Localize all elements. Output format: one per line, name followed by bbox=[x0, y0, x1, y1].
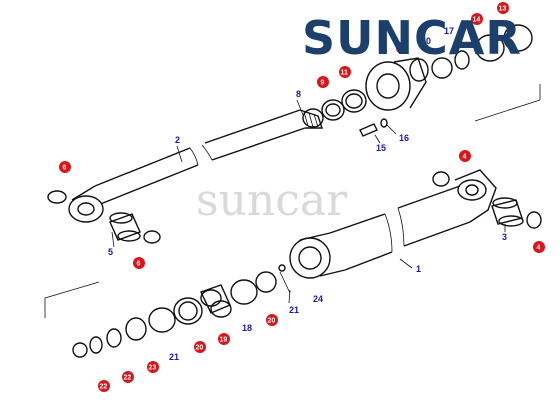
label-15: 15 bbox=[376, 143, 386, 153]
svg-text:6: 6 bbox=[137, 261, 141, 268]
svg-text:20: 20 bbox=[268, 318, 276, 325]
svg-text:23: 23 bbox=[149, 365, 157, 372]
bubble-22-left: 22 bbox=[98, 380, 110, 392]
svg-text:4: 4 bbox=[537, 245, 541, 252]
cylinder-tube bbox=[289, 169, 497, 279]
label-16: 16 bbox=[399, 133, 409, 143]
label-21-lower: 21 bbox=[169, 352, 179, 362]
watermark: suncar bbox=[196, 175, 348, 226]
svg-text:14: 14 bbox=[473, 17, 481, 24]
seal-kit-row bbox=[72, 264, 286, 358]
bubble-9: 9 bbox=[317, 76, 329, 88]
label-2: 2 bbox=[175, 135, 180, 145]
piston-assembly bbox=[302, 24, 533, 137]
piston-rod bbox=[68, 109, 323, 223]
bubble-20-left: 20 bbox=[194, 341, 206, 353]
svg-text:22: 22 bbox=[100, 384, 108, 391]
svg-text:22: 22 bbox=[124, 375, 132, 382]
bubble-12: 12 bbox=[396, 42, 408, 54]
bubble-20-right: 20 bbox=[266, 314, 278, 326]
label-1: 1 bbox=[416, 264, 421, 274]
label-18: 18 bbox=[242, 323, 252, 333]
label-17: 17 bbox=[444, 26, 454, 36]
seal-4-right bbox=[526, 211, 542, 229]
svg-text:4: 4 bbox=[463, 154, 467, 161]
svg-text:19: 19 bbox=[220, 337, 228, 344]
svg-text:6: 6 bbox=[63, 165, 67, 172]
bubble-19: 19 bbox=[218, 333, 230, 345]
label-24: 24 bbox=[313, 294, 323, 304]
svg-text:11: 11 bbox=[341, 70, 349, 77]
brand-logo: SUNCAR bbox=[302, 11, 522, 65]
svg-text:13: 13 bbox=[499, 6, 507, 13]
svg-text:12: 12 bbox=[398, 46, 406, 53]
label-10: 0 bbox=[426, 36, 431, 46]
leader-lines bbox=[44, 84, 541, 318]
label-21-upper: 21 bbox=[289, 305, 299, 315]
bushing-3 bbox=[491, 197, 524, 227]
bubble-6-upper: 6 bbox=[59, 161, 71, 173]
label-3: 3 bbox=[502, 232, 507, 242]
bubble-4-top: 4 bbox=[459, 150, 471, 162]
svg-text:9: 9 bbox=[321, 80, 325, 87]
bubble-14: 14 bbox=[471, 13, 483, 25]
seal-6-lower bbox=[143, 230, 161, 244]
bubble-22-right: 22 bbox=[122, 371, 134, 383]
bubble-4-right: 4 bbox=[533, 241, 545, 253]
bubble-13: 13 bbox=[497, 2, 509, 14]
label-8: 8 bbox=[296, 89, 301, 99]
svg-text:20: 20 bbox=[196, 345, 204, 352]
label-5: 5 bbox=[108, 247, 113, 257]
seal-4-top bbox=[432, 171, 450, 187]
bubble-11: 11 bbox=[339, 66, 351, 78]
seal-6-upper bbox=[47, 190, 67, 204]
bubble-23: 23 bbox=[147, 361, 159, 373]
bubble-6-lower: 6 bbox=[133, 257, 145, 269]
bushing-5 bbox=[109, 212, 141, 242]
